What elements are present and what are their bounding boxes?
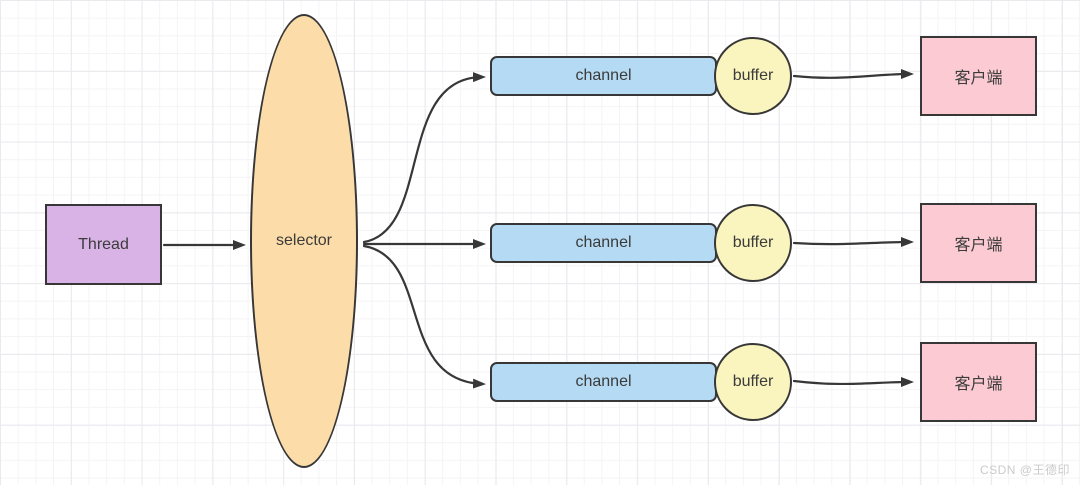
arrow-buffer-3-to-client-3 — [792, 377, 914, 388]
buffer-node-3: buffer — [714, 343, 792, 421]
channel-label: channel — [575, 373, 632, 390]
client-label: 客户端 — [954, 237, 1003, 254]
channel-node-2: channel — [490, 223, 717, 263]
buffer-node-1: buffer — [714, 37, 792, 115]
client-node-2: 客户端 — [920, 203, 1037, 283]
arrow-selector-to-channel-3 — [362, 244, 486, 389]
buffer-label: buffer — [732, 67, 774, 84]
client-node-1: 客户端 — [920, 36, 1037, 116]
buffer-label: buffer — [732, 373, 774, 390]
thread-label: Thread — [78, 235, 129, 253]
csdn-watermark: CSDN @王德印 — [979, 463, 1070, 477]
client-label: 客户端 — [954, 376, 1003, 393]
buffer-node-2: buffer — [714, 204, 792, 282]
client-node-3: 客户端 — [920, 342, 1037, 422]
channel-label: channel — [575, 67, 632, 84]
arrow-buffer-2-to-client-2 — [792, 237, 914, 248]
channel-node-1: channel — [490, 56, 717, 96]
arrow-buffer-1-to-client-1 — [792, 69, 914, 80]
channel-node-3: channel — [490, 362, 717, 402]
selector-label: selector — [275, 232, 333, 249]
selector-node: selector — [250, 14, 358, 468]
channel-label: channel — [575, 234, 632, 251]
arrow-selector-to-channel-1 — [362, 72, 486, 244]
buffer-label: buffer — [732, 234, 774, 251]
client-label: 客户端 — [954, 70, 1003, 87]
thread-node: Thread — [45, 204, 162, 285]
